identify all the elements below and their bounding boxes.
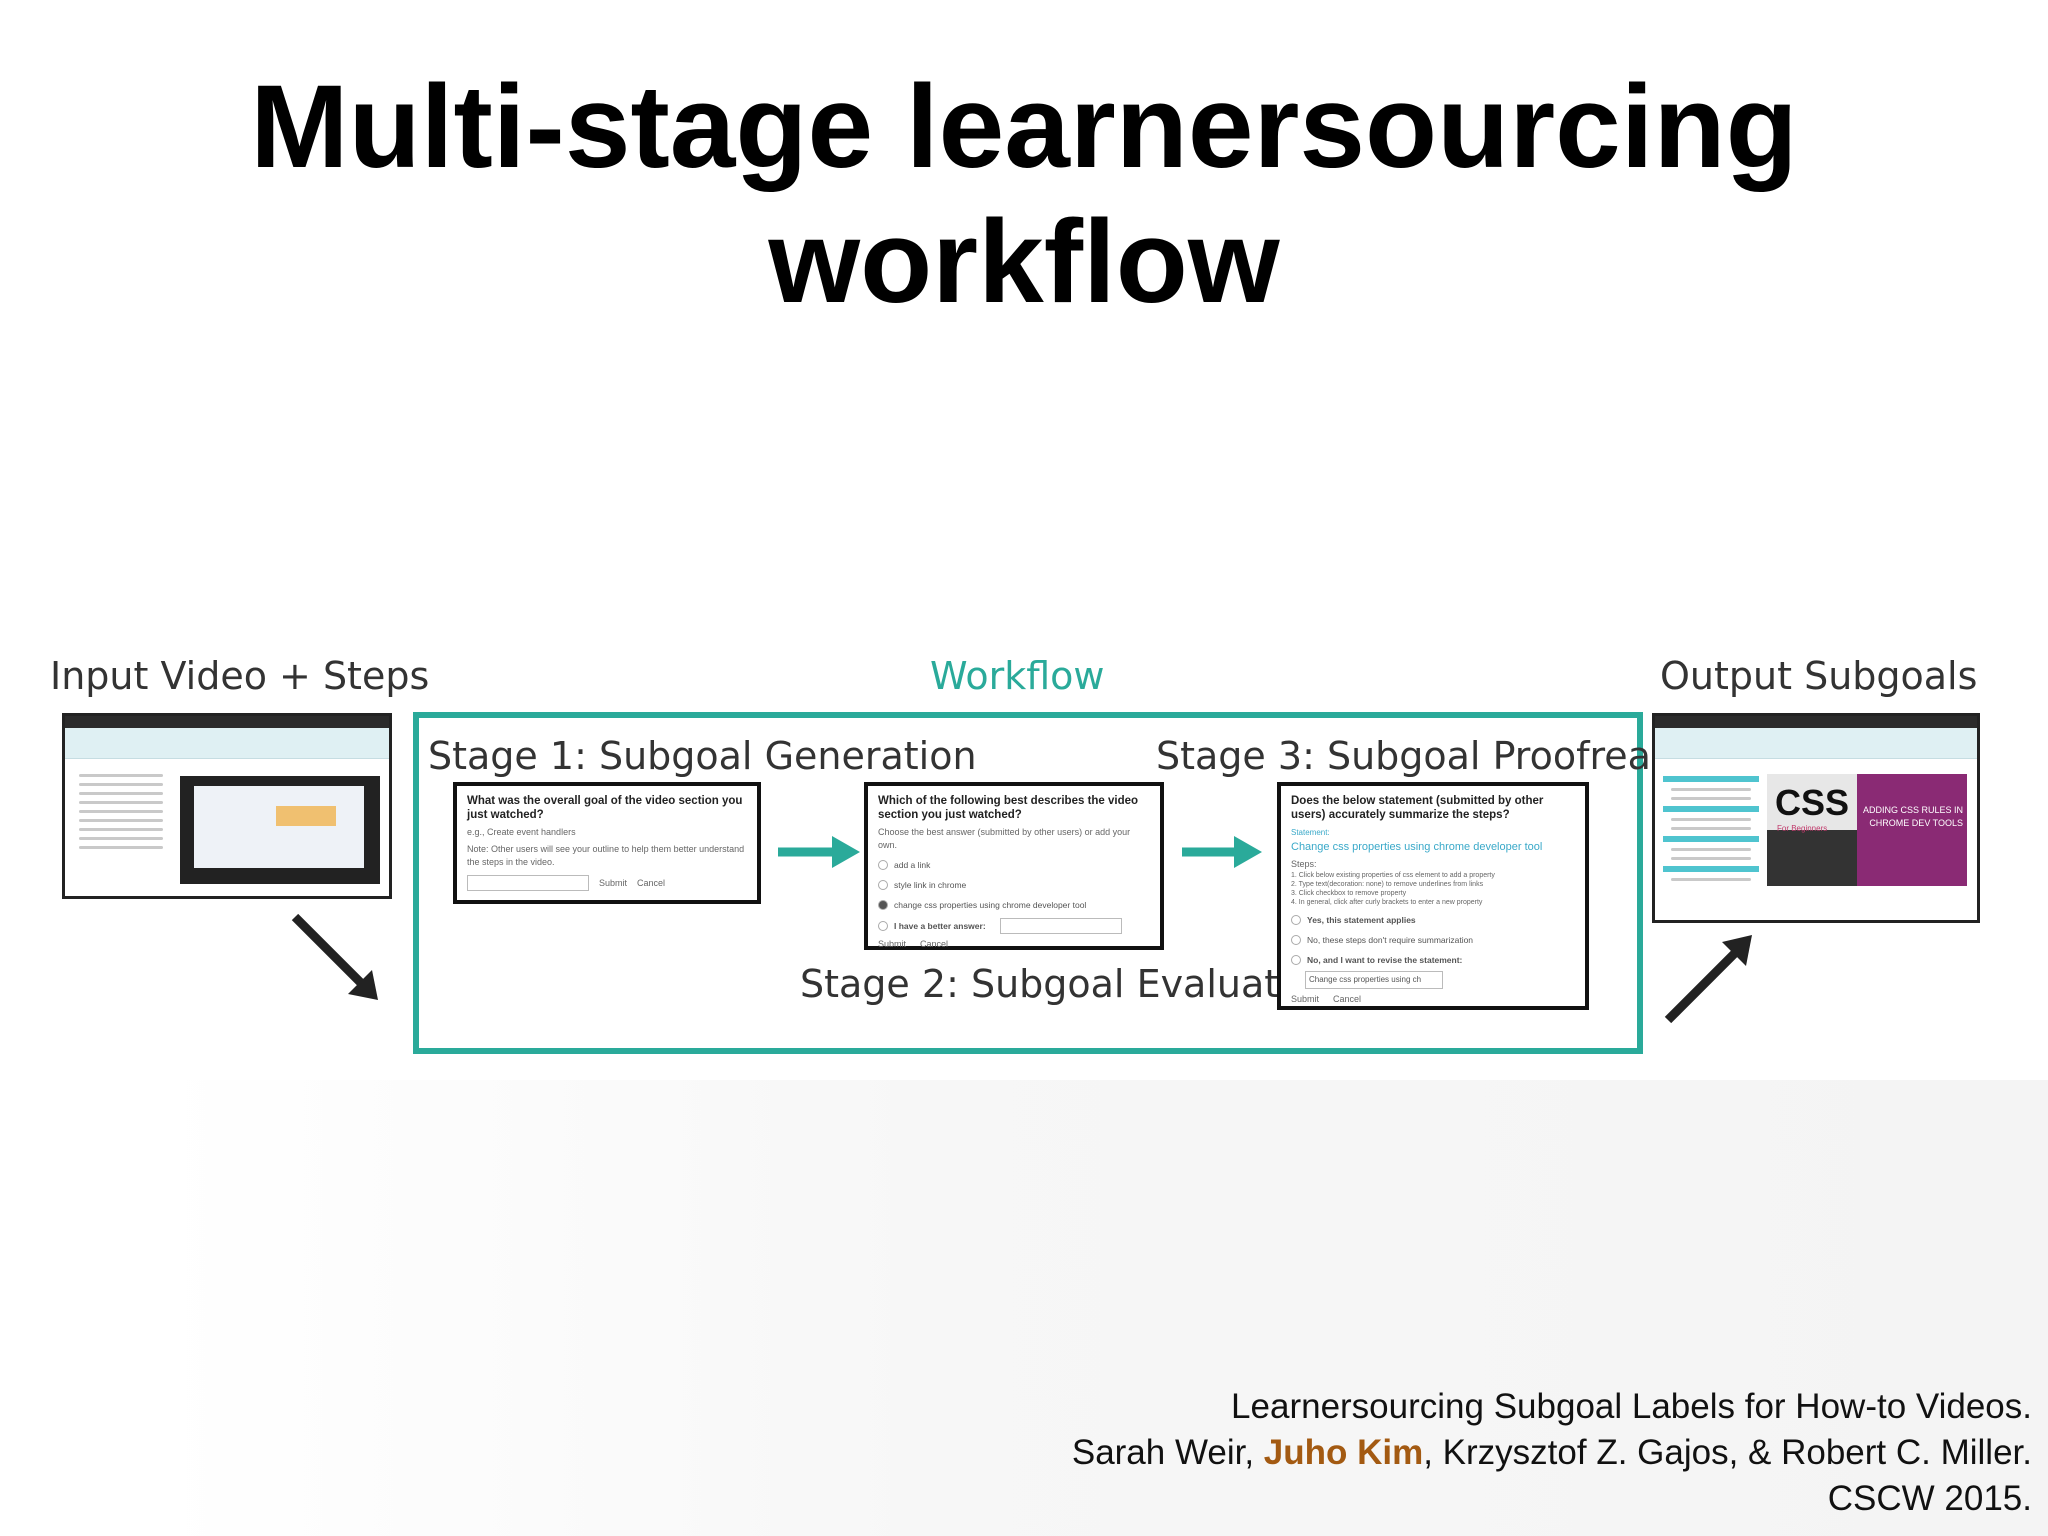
stage3-step: 3. Click checkbox to remove property: [1291, 890, 1407, 897]
stage2-form: Which of the following best describes th…: [864, 782, 1164, 950]
stage1-cancel-button[interactable]: Cancel: [637, 877, 666, 888]
stage1-note: Note: Other users will see your outline …: [467, 844, 745, 867]
input-video-thumbnail: [62, 713, 392, 899]
output-subgoals-thumbnail: CSS For Beginners ADDING CSS RULES IN CH…: [1652, 713, 1980, 923]
stage2-option[interactable]: add a link: [878, 858, 1150, 872]
stage3-option[interactable]: No, these steps don't require summarizat…: [1291, 933, 1575, 947]
stage1-question: What was the overall goal of the video s…: [467, 795, 743, 821]
stage3-step: 2. Type text(decoration: none) to remove…: [1291, 881, 1484, 888]
citation: Learnersourcing Subgoal Labels for How-t…: [1072, 1384, 2032, 1522]
input-to-workflow-arrow: [291, 913, 378, 1000]
stage3-submit-button[interactable]: Submit: [1291, 994, 1320, 1004]
stage1-submit-button[interactable]: Submit: [599, 877, 628, 888]
workflow-label: Workflow: [930, 654, 1105, 698]
stage3-question: Does the below statement (submitted by o…: [1291, 795, 1544, 821]
css-logo-text: CSS: [1775, 782, 1850, 823]
background-fade: [160, 1080, 2048, 1536]
stage1-example: e.g., Create event handlers: [467, 827, 576, 837]
stage3-form: Does the below statement (submitted by o…: [1277, 782, 1589, 1010]
workflow-box: [413, 712, 1643, 1054]
title-line-2: workflow: [768, 196, 1280, 328]
stage2-option[interactable]: style link in chrome: [878, 878, 1150, 892]
stage2-better-answer-input[interactable]: [999, 918, 1122, 934]
output-label: Output Subgoals: [1660, 654, 1978, 698]
css-sub-text: For Beginners: [1777, 824, 1828, 833]
css-side-text: ADDING CSS RULES IN CHROME DEV TOOLS: [1862, 805, 1963, 828]
stage3-label: Stage 3: Subgoal Proofreading: [1156, 734, 1734, 778]
citation-title: Learnersourcing Subgoal Labels for How-t…: [1231, 1387, 2032, 1426]
stage1-form: What was the overall goal of the video s…: [453, 782, 761, 904]
title-line-1: Multi-stage learnersourcing: [250, 61, 1798, 193]
citation-venue: CSCW 2015.: [1827, 1479, 2032, 1518]
stage2-hint: Choose the best answer (submitted by oth…: [878, 827, 1131, 850]
stage2-option[interactable]: change css properties using chrome devel…: [878, 898, 1150, 912]
stage1-label: Stage 1: Subgoal Generation: [428, 734, 977, 778]
video-player: [180, 776, 380, 884]
stage3-statement: Change css properties using chrome devel…: [1291, 841, 1543, 853]
citation-authors: Sarah Weir, Juho Kim, Krzysztof Z. Gajos…: [1071, 1433, 2032, 1472]
stage2-submit-button[interactable]: Submit: [878, 939, 907, 949]
stage2-option[interactable]: I have a better answer:: [878, 918, 1150, 934]
highlighted-author: Juho Kim: [1263, 1433, 1424, 1472]
stage3-cancel-button[interactable]: Cancel: [1333, 994, 1362, 1004]
stage3-revision-input[interactable]: Change css properties using ch: [1305, 971, 1443, 989]
stage3-step: 1. Click below existing properties of cs…: [1291, 872, 1495, 879]
input-label: Input Video + Steps: [50, 654, 430, 698]
css-video-player: CSS For Beginners ADDING CSS RULES IN CH…: [1767, 774, 1967, 886]
stage3-statement-label: Statement:: [1291, 828, 1330, 837]
workflow-to-output-arrow: [1664, 935, 1752, 1024]
stage2-cancel-button[interactable]: Cancel: [920, 939, 949, 949]
stage3-option[interactable]: No, and I want to revise the statement:: [1291, 953, 1575, 967]
slide-title: Multi-stage learnersourcing workflow: [0, 60, 2048, 330]
stage3-option[interactable]: Yes, this statement applies: [1291, 913, 1575, 927]
stage2-question: Which of the following best describes th…: [878, 795, 1139, 821]
stage1-answer-input[interactable]: [467, 875, 589, 891]
stage2-label: Stage 2: Subgoal Evaluation: [800, 962, 1338, 1006]
stage3-steps-label: Steps:: [1291, 859, 1317, 869]
stage3-step: 4. In general, click after curly bracket…: [1291, 899, 1483, 906]
